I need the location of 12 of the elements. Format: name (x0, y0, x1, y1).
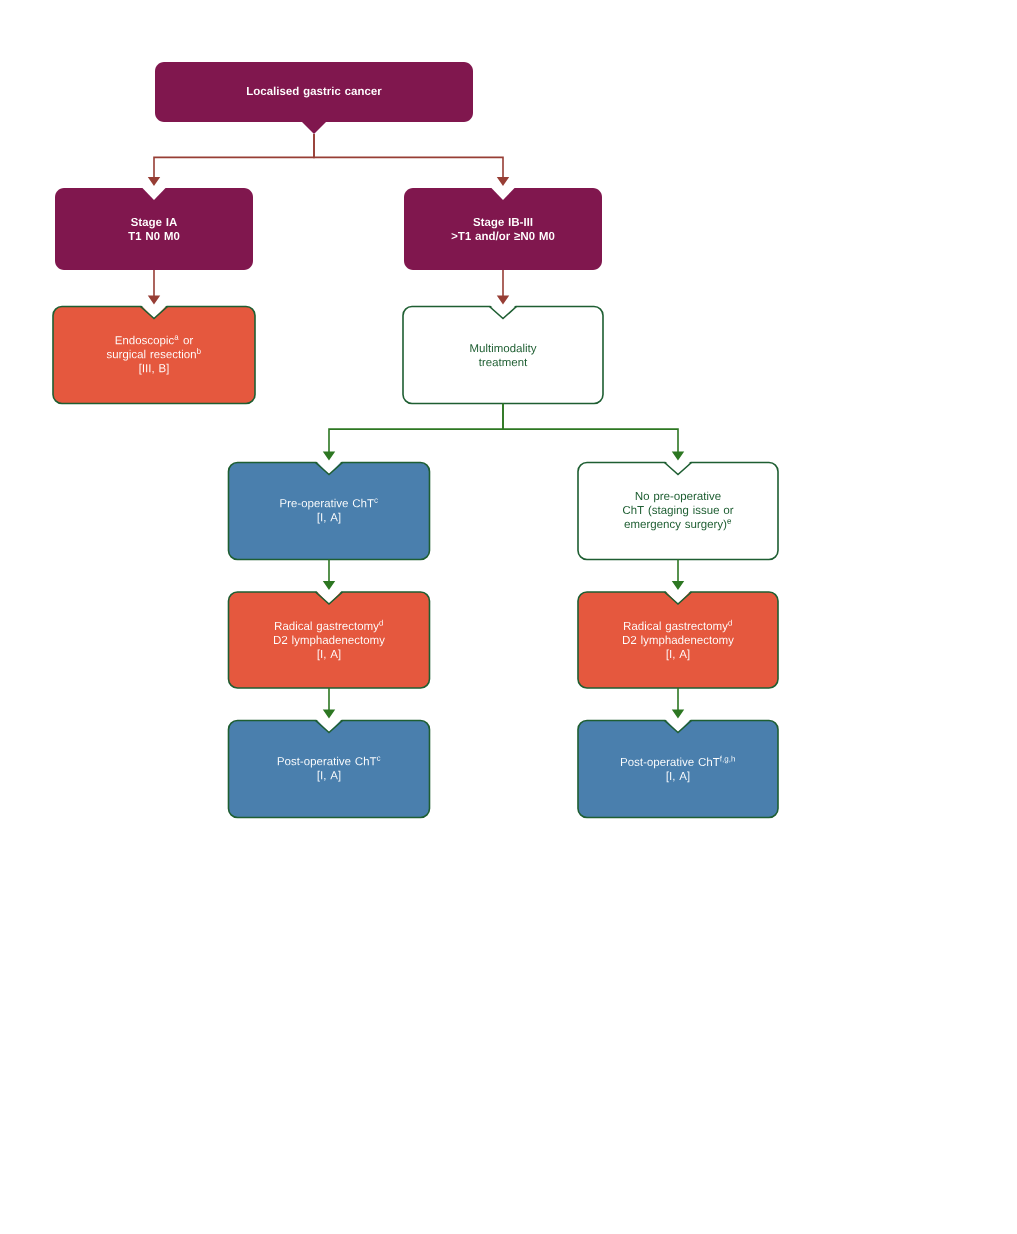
flow-box: Stage IA T1 N0 M0 (55, 186, 253, 270)
flow-box: Endoscopic$^{a}$ or surgical resection$^{b}$ [III, B] (52, 305, 256, 405)
flow-box: Stage IB-III >T1 and/or ≥N0 M0 (404, 186, 602, 270)
flow-box: Post-operative ChT$^{c}$ [I, A] (227, 719, 431, 819)
flow-box: Post-operative ChT$^{f,g,h}$ [I, A] (577, 719, 779, 819)
flow-box: Localised gastric cancer (155, 62, 473, 134)
flow-box: Pre-operative ChT$^{c}$ [I, A] (227, 461, 431, 561)
flow-box: Radical gastrectomy$^{d}$ D2 lymphadenectomy [I, A] (577, 590, 779, 689)
flow-box: Radical gastrectomy$^{d}$ D2 lymphadenectomy [I, A] (227, 590, 431, 689)
flow-box: Multimodality treatment (402, 305, 604, 405)
flow-box: No pre-operative ChT (staging issue or emergency surgery)$^{e}$ (577, 461, 779, 561)
arrow (313, 133, 510, 186)
